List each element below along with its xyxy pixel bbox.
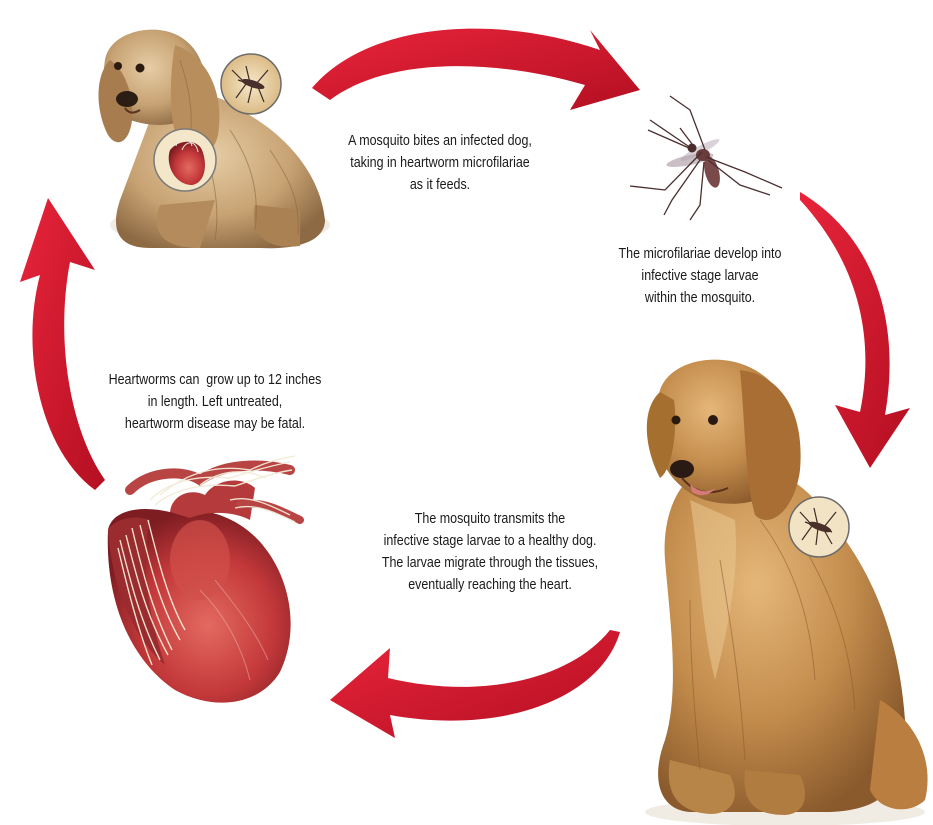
cycle-arrow-icon bbox=[312, 29, 640, 110]
step-2-line-3: within the mosquito. bbox=[580, 287, 821, 309]
step-3-line-2: infective stage larvae to a healthy dog. bbox=[352, 530, 627, 552]
step-4-line-2: in length. Left untreated, bbox=[82, 391, 349, 413]
step-4-line-1: Heartworms can grow up to 12 inches bbox=[82, 369, 349, 391]
mosquito-icon bbox=[630, 96, 782, 220]
step-2-line-1: The microfilariae develop into bbox=[580, 243, 821, 265]
step-3-line-3: The larvae migrate through the tissues, bbox=[352, 552, 627, 574]
step-2-line-2: infective stage larvae bbox=[580, 265, 821, 287]
step-4-caption: Heartworms can grow up to 12 inches in l… bbox=[82, 369, 349, 435]
mosquito-bite-inset-icon bbox=[221, 54, 281, 114]
infected-dog-icon bbox=[98, 30, 330, 249]
step-1-line-3: as it feeds. bbox=[311, 174, 569, 196]
step-2-caption: The microfilariae develop into infective… bbox=[580, 243, 821, 309]
step-1-line-2: taking in heartworm microfilariae bbox=[311, 152, 569, 174]
step-1-line-1: A mosquito bites an infected dog, bbox=[311, 130, 569, 152]
step-3-caption: The mosquito transmits the infective sta… bbox=[352, 508, 627, 596]
step-3-line-1: The mosquito transmits the bbox=[352, 508, 627, 530]
cycle-arrow-icon bbox=[20, 198, 105, 490]
cycle-arrow-icon bbox=[330, 630, 620, 738]
heart-with-worms-icon bbox=[108, 456, 300, 703]
cycle-arrow-icon bbox=[800, 192, 910, 468]
heart-inset-icon bbox=[154, 129, 216, 191]
step-3-line-4: eventually reaching the heart. bbox=[352, 574, 627, 596]
mosquito-bite-inset-icon bbox=[789, 497, 849, 557]
step-4-line-3: heartworm disease may be fatal. bbox=[82, 413, 349, 435]
step-1-caption: A mosquito bites an infected dog, taking… bbox=[311, 130, 569, 196]
